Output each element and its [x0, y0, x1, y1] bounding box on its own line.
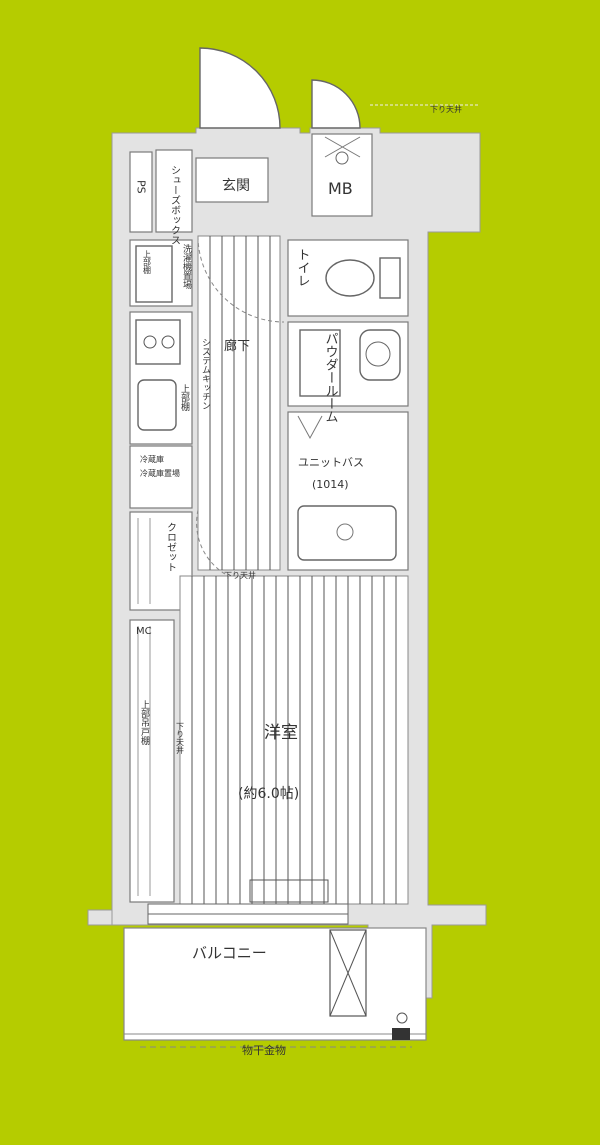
western-room-size-label: (約6.0帖)	[238, 786, 299, 802]
unit-bath-label: ユニットバス	[298, 456, 364, 469]
washbasin-bowl	[365, 341, 391, 367]
balcony-label: バルコニー	[192, 944, 267, 962]
corridor-floor	[197, 235, 281, 571]
mb-door-swing	[311, 79, 361, 129]
bathtub-drain	[336, 523, 354, 541]
bath-door	[297, 415, 323, 440]
bathtub	[297, 505, 397, 561]
stove-burner-2	[161, 335, 175, 349]
upper-cabinet-room	[129, 619, 175, 903]
toilet-bowl	[325, 259, 375, 297]
lowered-ceiling-label-2: 下り天井	[176, 722, 185, 755]
closet-label: クロゼット	[165, 522, 177, 572]
upper-cabinet-label-2: 上部棚	[179, 384, 190, 412]
top-note-label: 下り天井	[430, 104, 462, 114]
powder-room-label: パウダールーム	[323, 332, 339, 423]
genkan-label: 玄関	[222, 177, 250, 194]
lowered-ceiling-label-1: 下り天井	[224, 570, 256, 580]
mb-label: MB	[328, 179, 353, 198]
ps-label: PS	[135, 180, 148, 194]
kitchen-sink	[137, 379, 177, 431]
toilet-tank	[379, 257, 401, 299]
fridge-space-label-1: 冷蔵庫	[140, 454, 164, 464]
entrance-door-swing	[199, 47, 281, 129]
balcony-area	[123, 927, 427, 1041]
corridor-label: 廊下	[224, 338, 250, 354]
unit-bath-size-label: (1014)	[312, 478, 349, 491]
drain-pipe	[396, 1012, 408, 1024]
corridor-door-swing	[197, 235, 285, 323]
washer-pan-2	[299, 329, 341, 397]
mb-x2	[324, 136, 361, 158]
stove-burner-1	[143, 335, 157, 349]
washer-space-label: 洗濯機置場	[181, 243, 192, 290]
toilet-label: トイレ	[295, 248, 310, 287]
window-sill	[249, 879, 329, 903]
western-room-floor	[179, 575, 409, 905]
fridge-space	[129, 445, 193, 509]
ps-room	[129, 151, 153, 233]
balcony-box-x2	[329, 929, 367, 1017]
upper-cabinet-label-3: 上部吊戸棚	[139, 700, 150, 746]
upper-cabinet-label-1: 上部棚	[143, 250, 152, 275]
system-kitchen-label: システムキッチン	[200, 338, 211, 410]
genkan-room	[195, 157, 269, 203]
shoe-box-label: シューズボックス	[169, 165, 181, 245]
western-room-label: 洋室	[264, 723, 298, 743]
washer-pan	[135, 245, 173, 303]
fridge-space-label: 冷蔵庫置場	[140, 468, 180, 478]
drying-rack-label: 物干金物	[242, 1043, 286, 1057]
washbasin	[359, 329, 401, 381]
water-heater-icon	[335, 151, 349, 165]
mc-label: MC	[136, 626, 152, 637]
shoe-box-room	[155, 149, 193, 233]
drain	[392, 1028, 410, 1040]
stove	[135, 319, 181, 365]
